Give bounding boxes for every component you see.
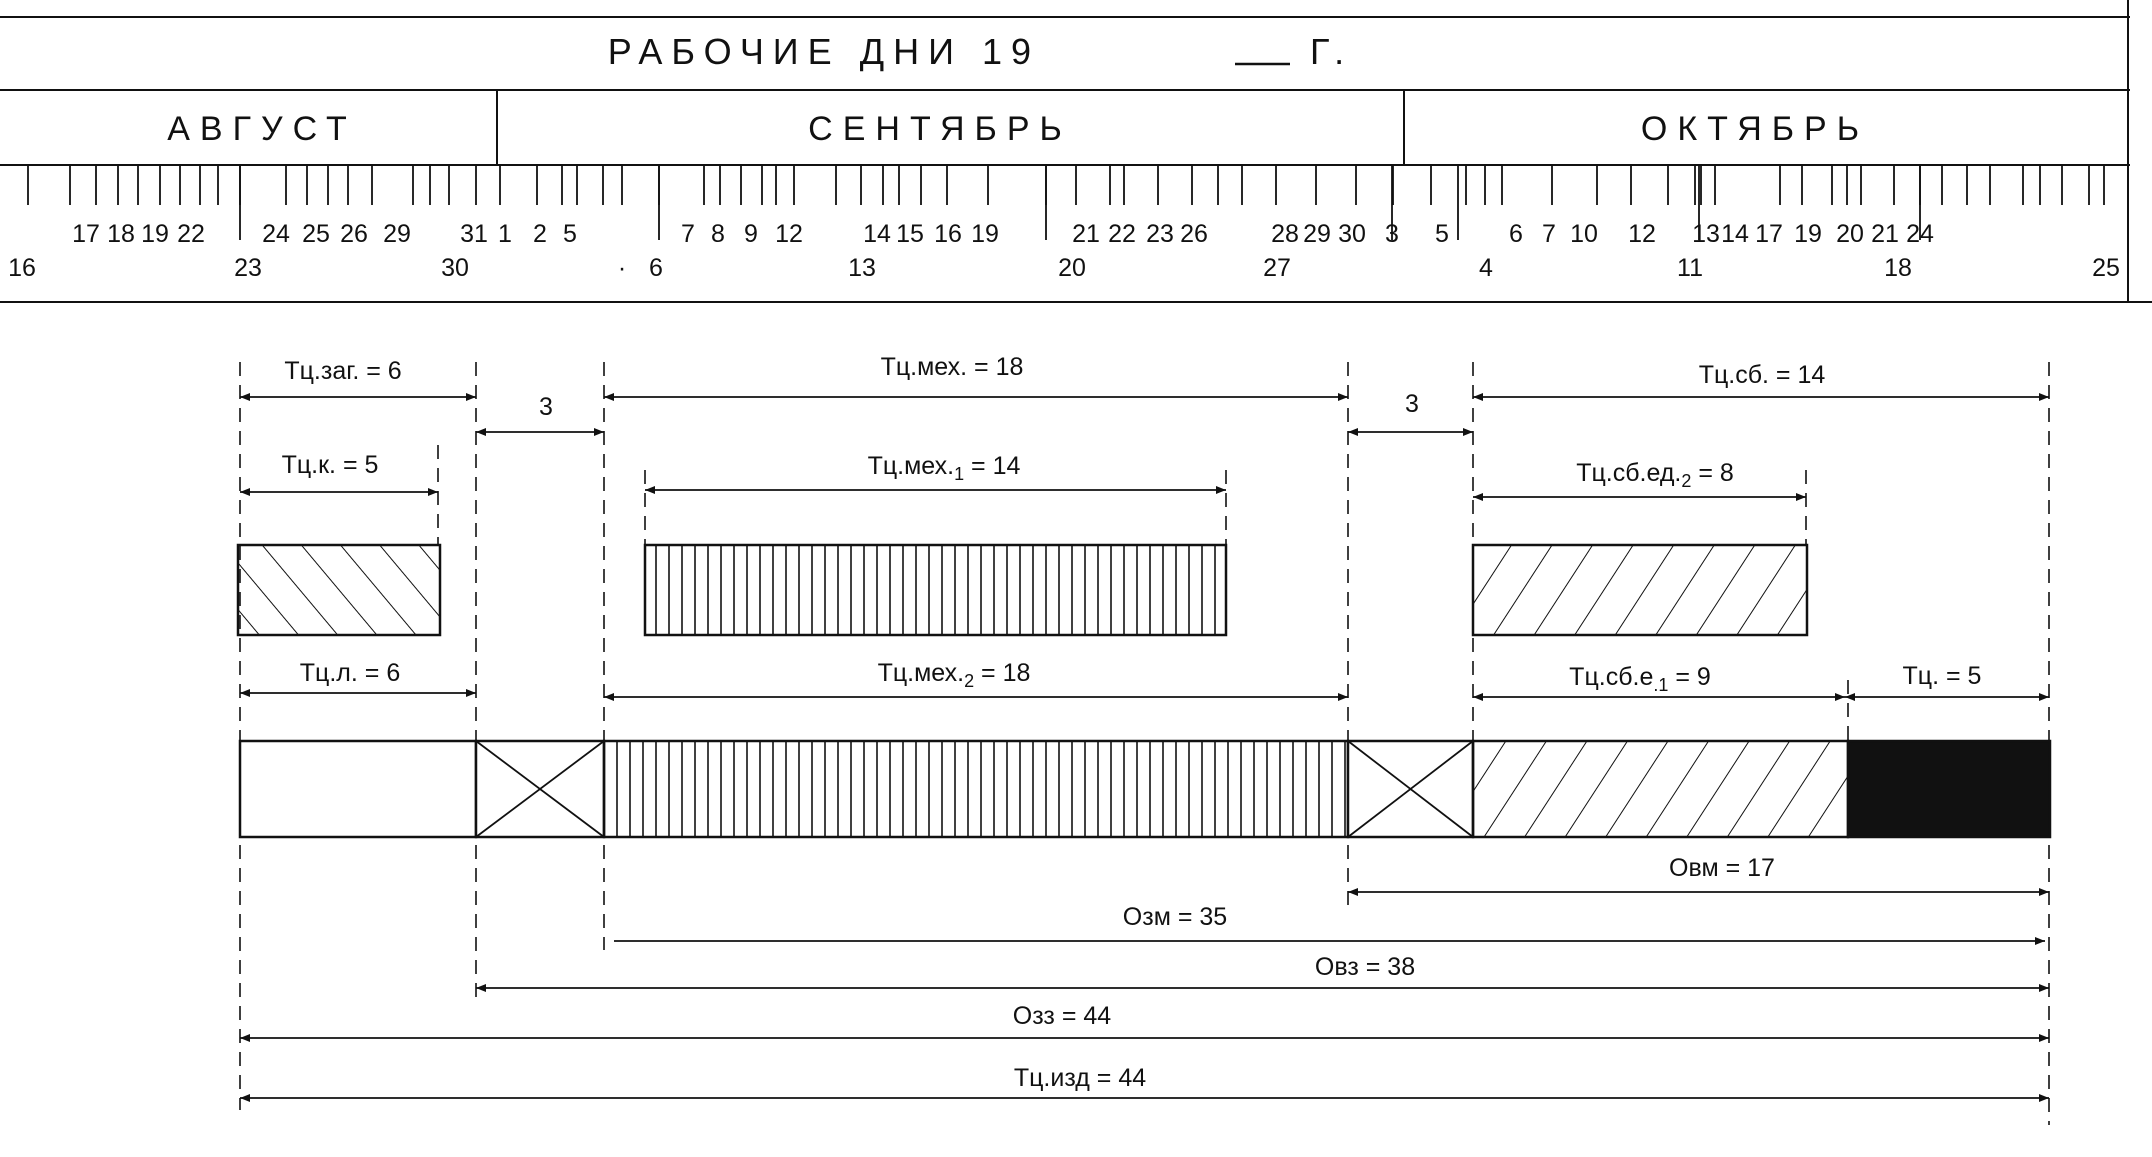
header-title-prefix: РАБОЧИЕ ДНИ 19 — [608, 31, 1040, 72]
main-bar — [238, 739, 2052, 839]
upper-day-label: 17 — [1755, 220, 1783, 248]
upper-day-label: 8 — [711, 220, 725, 248]
upper-day-label: 7 — [1542, 220, 1556, 248]
lower-day-label: 6 — [649, 254, 663, 282]
label-tc-sb: Тц.сб. = 14 — [1699, 361, 1826, 389]
label-ovm: Овм = 17 — [1669, 854, 1775, 882]
segment-tc-sbed1 — [1471, 739, 1850, 839]
upper-day-label: 10 — [1570, 220, 1598, 248]
lower-day-label: 4 — [1479, 254, 1493, 282]
lower-day-label: 27 — [1263, 254, 1291, 282]
lower-day-label: 23 — [234, 254, 262, 282]
upper-day-label: 22 — [1108, 220, 1136, 248]
bar-tc-k — [236, 543, 442, 637]
upper-day-label: 29 — [1303, 220, 1331, 248]
month-september: СЕНТЯБРЬ — [808, 110, 1072, 148]
label-tc-l: Тц.л. = 6 — [300, 659, 400, 687]
upper-day-label: 1 — [498, 220, 512, 248]
upper-day-label: 24 — [262, 220, 290, 248]
upper-day-label: 21 — [1871, 220, 1899, 248]
upper-day-label: 25 — [302, 220, 330, 248]
upper-day-label: 3 — [1385, 220, 1399, 248]
bar-tc-mex1 — [643, 543, 1228, 637]
month-october: ОКТЯБРЬ — [1641, 110, 1869, 148]
upper-day-label: 12 — [1628, 220, 1656, 248]
upper-day-label: 5 — [1435, 220, 1449, 248]
upper-day-label: 21 — [1072, 220, 1100, 248]
label-tc-k: Тц.к. = 5 — [282, 451, 379, 479]
upper-day-label: 19 — [1794, 220, 1822, 248]
upper-day-label: 14 — [1721, 220, 1749, 248]
segment-tc-final — [1846, 739, 2052, 839]
upper-day-label: 28 — [1271, 220, 1299, 248]
upper-day-label: 16 — [934, 220, 962, 248]
month-august: АВГУСТ — [167, 110, 357, 148]
upper-day-label: 23 — [1146, 220, 1174, 248]
header-title: РАБОЧИЕ ДНИ 19 Г. — [608, 31, 1353, 72]
label-tc-izd: Тц.изд = 44 — [1014, 1064, 1146, 1092]
label-ozm: Озм = 35 — [1123, 903, 1227, 931]
upper-day-label: 26 — [1180, 220, 1208, 248]
upper-day-label: 6 — [1509, 220, 1523, 248]
calendar-header: РАБОЧИЕ ДНИ 19 Г. АВГУСТ СЕНТЯБРЬ ОКТЯБР… — [0, 0, 2152, 303]
upper-day-label: 2 — [533, 220, 547, 248]
label-tc-zag: Тц.заг. = 6 — [284, 357, 401, 385]
upper-day-label: 17 — [72, 220, 100, 248]
upper-day-label: 7 — [681, 220, 695, 248]
upper-day-label: 30 — [1338, 220, 1366, 248]
dimension-arrows — [240, 393, 2049, 1102]
upper-day-label: 15 — [896, 220, 924, 248]
lower-day-label: 11 — [1677, 254, 1703, 282]
lower-day-label: 16 — [8, 254, 36, 282]
lower-day-label: 25 — [2092, 254, 2120, 282]
segment-tc-mex2 — [602, 739, 1350, 839]
upper-bars — [236, 543, 1809, 637]
lower-day-label: 20 — [1058, 254, 1086, 282]
upper-day-label: 24 — [1906, 220, 1934, 248]
label-tc-mex: Тц.мех. = 18 — [881, 353, 1024, 381]
lower-day-label: 30 — [441, 254, 469, 282]
upper-day-label: 19 — [971, 220, 999, 248]
header-title-suffix: Г. — [1310, 31, 1353, 72]
bar-tc-sbed2 — [1471, 543, 1809, 637]
label-ovz: Овз = 38 — [1315, 953, 1415, 981]
lower-day-label: 18 — [1884, 254, 1912, 282]
upper-day-label: 14 — [863, 220, 891, 248]
label-tc-sbed1: Тц.сб.е.1 = 9 — [1569, 663, 1711, 695]
label-ozz: Озз = 44 — [1013, 1002, 1111, 1030]
upper-day-label: 29 — [383, 220, 411, 248]
label-tc-mex1: Тц.мех.1 = 14 — [868, 452, 1021, 484]
label-tc-sbed2: Тц.сб.ед.2 = 8 — [1576, 459, 1734, 491]
lower-day-mark: · — [618, 254, 626, 282]
upper-day-label: 19 — [141, 220, 169, 248]
upper-day-label: 31 — [460, 220, 488, 248]
day-ticks — [27, 165, 2105, 240]
upper-day-label: 22 — [177, 220, 205, 248]
label-gap-2: 3 — [1405, 390, 1419, 418]
upper-day-label: 12 — [775, 220, 803, 248]
upper-day-label: 5 — [563, 220, 577, 248]
upper-day-label: 18 — [107, 220, 135, 248]
label-tc-final: Тц. = 5 — [1903, 662, 1982, 690]
label-tc-mex2: Тц.мех.2 = 18 — [878, 659, 1031, 691]
upper-day-label: 13 — [1692, 220, 1720, 248]
lower-day-labels: 16 23 30 6 13 20 27 4 11 18 25 — [8, 254, 2120, 282]
label-gap-1: 3 — [539, 393, 553, 421]
lower-day-label: 13 — [848, 254, 876, 282]
segment-tc-l — [238, 739, 478, 839]
dimension-labels: Тц.заг. = 6 3 Тц.мех. = 18 3 Тц.сб. = 14… — [282, 353, 1982, 1092]
upper-day-label: 26 — [340, 220, 368, 248]
upper-day-label: 20 — [1836, 220, 1864, 248]
upper-day-label: 9 — [744, 220, 758, 248]
